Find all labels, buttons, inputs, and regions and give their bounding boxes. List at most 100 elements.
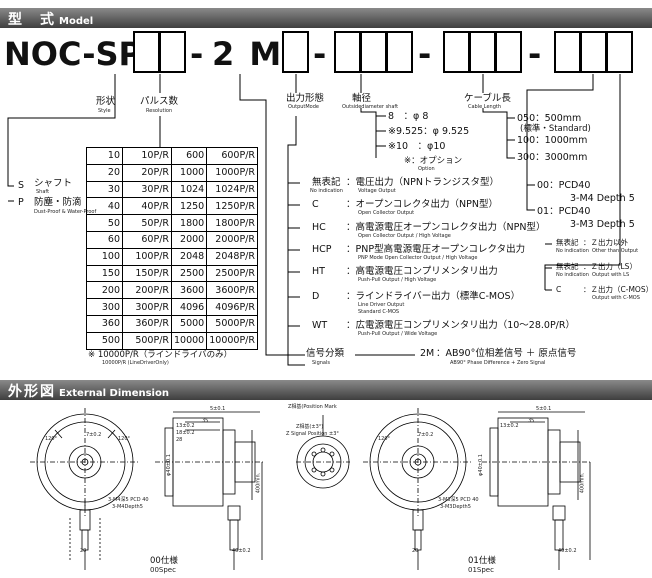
model-mid: 2 M [212,35,284,73]
output-mode-desc-jp: ：ラインドライバー出力（標準C-MOS） [346,291,521,302]
resolution-cell: 1024P/R [206,180,258,199]
dim-angle-1: 120° [45,436,58,442]
dim-len-2: 400min. [579,472,586,494]
style-code-p: P [18,197,24,208]
output-mode-desc-jp: ：高電源電圧コンプリメンタリ出力 [346,266,498,277]
dim-18-1: 18±0.2 [176,430,195,436]
ls-desc-jp: ：Ｚ出力（LS） [583,262,637,271]
ls-desc-en: Output with LS [592,272,630,278]
dim-28-1: 28 [176,437,183,443]
code-box-shaft-2 [360,31,387,73]
style-label-jp: 形状 [96,96,116,107]
resolution-cell: 1250P/R [206,197,258,216]
hole-label-1b: 3-M4Depth5 [112,504,143,510]
dim-35-1: 35 [202,418,209,424]
cable-item-050: 050：500mm [517,113,582,124]
ls-desc-en: Output with C-MOS [592,295,640,301]
resolution-cell: 1024 [170,180,208,199]
resolution-cell: 50P/R [122,214,172,232]
connector-lines [7,74,621,366]
resolution-cell: 1000 [170,163,208,182]
resolution-cell: 5000 [170,314,208,333]
resolution-cell: 1250 [170,197,208,216]
resolution-cell: 4096P/R [206,298,258,316]
spec-00-jp: 00仕様 [150,556,178,566]
signal-label-jp: 信号分類 [306,348,345,359]
dim-5-1: 5±0.1 [210,406,226,412]
resolution-cell: 20P/R [122,163,172,182]
resolution-cell: 100P/R [122,247,172,266]
output-mode-code: C [312,199,319,210]
resolution-cell: 360P/R [122,314,172,333]
resolution-cell: 60 [86,230,123,249]
style-proof-jp: 防塵・防滴 [34,197,82,208]
output-mode-label-jp: 出力形態 [286,93,325,104]
shaft-option-jp: ※：オプション [404,156,463,166]
spec-01-jp: 01仕様 [468,556,496,566]
resolution-cell: 3600P/R [206,281,258,300]
dim-phi40-2: φ40±0.1 [477,454,484,476]
resolution-cell: 2500 [170,264,208,283]
resolution-cell: 5000P/R [206,314,258,333]
output-mode-desc-en: Push-Pull Output / Wide Voltage [358,331,438,337]
output-mode-desc-en: PNP Mode Open Collector Output / High Vo… [358,255,478,261]
signal-divider [355,354,415,356]
output-mode-code: HT [312,266,325,277]
zmark-label-3: Z Signal Position ±3° [286,431,339,437]
style-code-s: S [18,180,25,191]
ls-desc-en: Other than Output [592,248,639,254]
output-mode-code: HC [312,222,326,233]
resolution-cell: 10000P/R [206,331,258,350]
resolution-cell: 10 [86,147,123,165]
resolution-note-en: 10000P/R (LineDriverOnly) [102,360,169,366]
output-mode-desc-en: Open Collector Output [358,210,415,216]
dim-40-1: 40±0.2 [232,548,251,554]
external-title-en: External Dimension [59,388,169,399]
hole-label-2b: 3-M3Depth5 [440,504,471,510]
resolution-cell: 500 [86,331,123,350]
resolution-cell: 200 [86,281,123,300]
resolution-cell: 1800P/R [206,214,258,232]
output-mode-desc-jp: ：オープンコレクタ出力（NPN型） [346,199,498,210]
cable-label-jp: ケーブル長 [464,93,511,104]
resolution-label-en: Resolution [146,108,173,114]
ls-desc-jp: ：Ｚ出力（C-MOS） [583,285,652,294]
model-title-jp: 型 式 [8,12,56,28]
resolution-cell: 2048 [170,247,208,266]
zmark-label-1: Z相基(Position Mark [288,404,337,410]
dim-7-1: 7±0.2 [86,432,102,438]
resolution-cell: 360 [86,314,123,333]
output-mode-desc-en: Voltage Output [358,188,396,194]
style-shaft-en: Shaft [36,189,50,195]
shaft-label-en: Outsidediameter shaft [342,104,399,110]
resolution-cell: 300P/R [122,298,172,316]
output-mode-desc-en: Line Driver Output [358,302,405,308]
code-box-output-mode [282,31,309,73]
resolution-cell: 30 [86,180,123,199]
resolution-cell: 10P/R [122,147,172,165]
code-box-cable-2 [469,31,496,73]
ls-desc-jp: ：Ｚ出力以外 [583,238,628,247]
model-dash-1: - [190,35,204,73]
cable-label-en: Cable Length [468,104,502,110]
code-box-ls [606,31,633,73]
output-mode-code-en: No indication [310,188,343,194]
model-title-en: Model [59,16,94,27]
shaft-item-9525: ※9.525：φ 9.525 [388,126,470,137]
output-mode-desc-jp: ：広電源電圧コンプリメンタリ出力（10〜28.0P/R） [346,320,575,331]
dim-20-2: 20 [412,548,419,554]
ls-code: 無表記 [556,238,579,247]
resolution-cell: 10000 [170,331,208,350]
spec-01-en: 01Spec [468,566,494,574]
mount-00-b: 3-M4 Depth 5 [570,193,635,204]
